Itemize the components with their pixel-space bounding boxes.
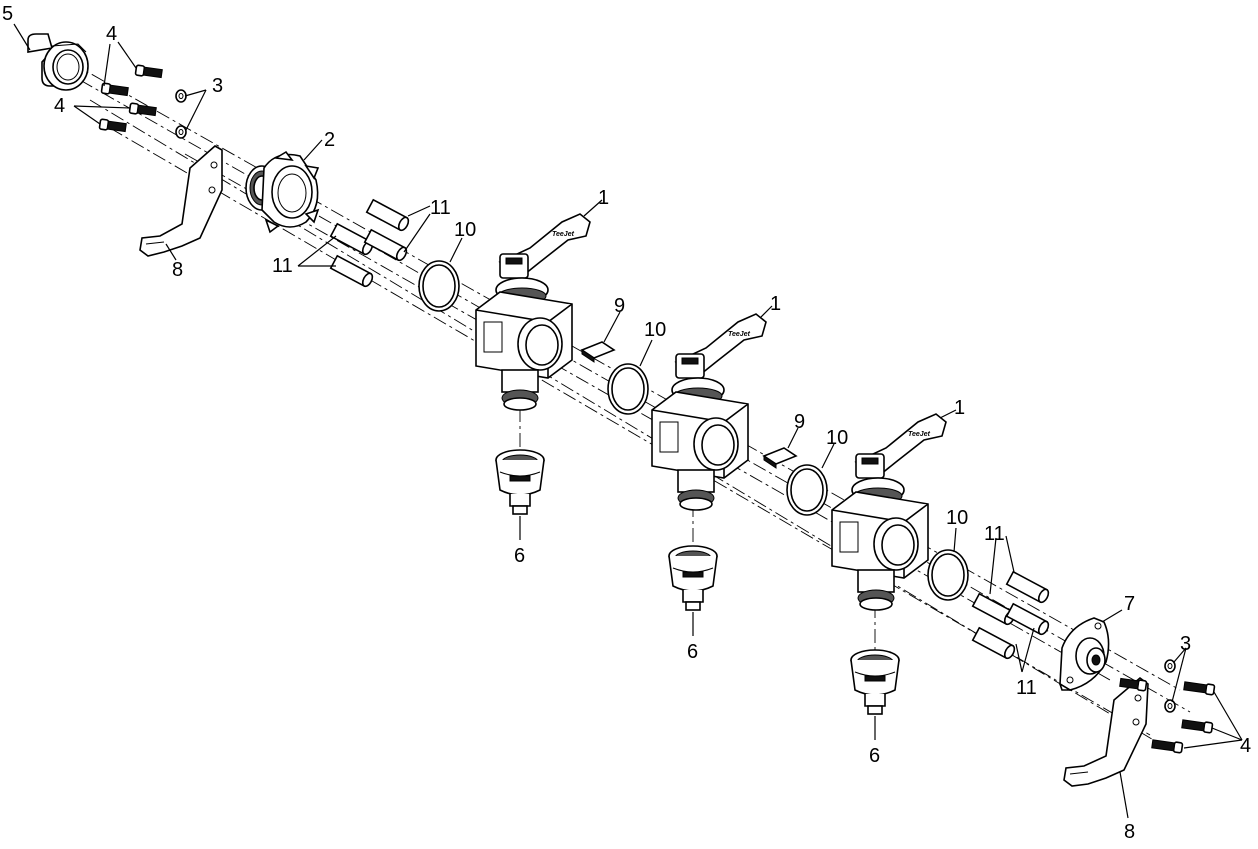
callout-11: 11 xyxy=(1016,677,1037,699)
bolt xyxy=(134,64,163,79)
bolt xyxy=(98,118,127,133)
outlet-fitting-part-6-2 xyxy=(668,545,718,611)
bolts-part-4-upper xyxy=(98,64,163,133)
o-ring xyxy=(607,363,649,415)
o-ring xyxy=(927,549,969,601)
callout-8: 8 xyxy=(1124,821,1135,843)
valve-body-1: TeeJet xyxy=(475,213,591,411)
callout-labels: 5 4 4 3 2 8 11 11 10 1 9 10 1 9 10 1 10 … xyxy=(2,3,1251,843)
spacers-part-11-left xyxy=(329,198,410,288)
callout-9: 9 xyxy=(614,295,625,317)
callout-3: 3 xyxy=(1180,633,1191,655)
callout-7: 7 xyxy=(1124,593,1135,615)
callout-10: 10 xyxy=(946,507,968,529)
end-flange-part-7 xyxy=(1058,617,1110,691)
bolt xyxy=(1151,739,1184,754)
callout-2: 2 xyxy=(324,129,335,151)
callout-10: 10 xyxy=(454,219,476,241)
callout-11: 11 xyxy=(430,197,451,219)
callout-9: 9 xyxy=(794,411,805,433)
callout-4: 4 xyxy=(106,23,117,45)
flange-part-2 xyxy=(245,150,320,234)
callout-4: 4 xyxy=(54,95,65,117)
o-rings-part-10 xyxy=(418,260,969,601)
bolt xyxy=(1183,681,1216,696)
gaskets-part-9 xyxy=(580,341,798,469)
outlet-fitting-part-6-1 xyxy=(495,449,545,515)
callout-1: 1 xyxy=(954,397,965,419)
callout-10: 10 xyxy=(644,319,666,341)
callout-11: 11 xyxy=(272,255,293,277)
callout-5: 5 xyxy=(2,3,13,25)
spacers-part-11-right xyxy=(971,570,1050,660)
bolt xyxy=(128,102,157,117)
callout-1: 1 xyxy=(598,187,609,209)
callout-3: 3 xyxy=(212,75,223,97)
callout-6: 6 xyxy=(687,641,698,663)
o-ring xyxy=(418,260,460,312)
callout-11: 11 xyxy=(984,523,1005,545)
svg-text:TeeJet: TeeJet xyxy=(908,431,931,438)
callout-1: 1 xyxy=(770,293,781,315)
outlet-fitting-part-6-3 xyxy=(850,649,900,715)
leader-lines xyxy=(13,23,1243,819)
bolt xyxy=(1119,677,1148,692)
callout-6: 6 xyxy=(514,545,525,567)
washers-part-3-upper xyxy=(175,89,187,139)
svg-text:TeeJet: TeeJet xyxy=(728,331,751,338)
mounting-bracket-part-8-left xyxy=(139,145,223,257)
callout-10: 10 xyxy=(826,427,848,449)
washers-part-3-right xyxy=(1164,659,1176,713)
bolt xyxy=(1181,719,1214,734)
valve-body-2: TeeJet xyxy=(651,313,767,511)
callout-8: 8 xyxy=(172,259,183,281)
svg-text:TeeJet: TeeJet xyxy=(552,231,575,238)
valve-body-3: TeeJet xyxy=(831,413,947,611)
bolts-part-4-right xyxy=(1119,677,1216,754)
elbow-fitting-part-5 xyxy=(27,33,89,91)
callout-4: 4 xyxy=(1240,735,1251,757)
o-ring xyxy=(786,464,828,516)
callout-6: 6 xyxy=(869,745,880,767)
